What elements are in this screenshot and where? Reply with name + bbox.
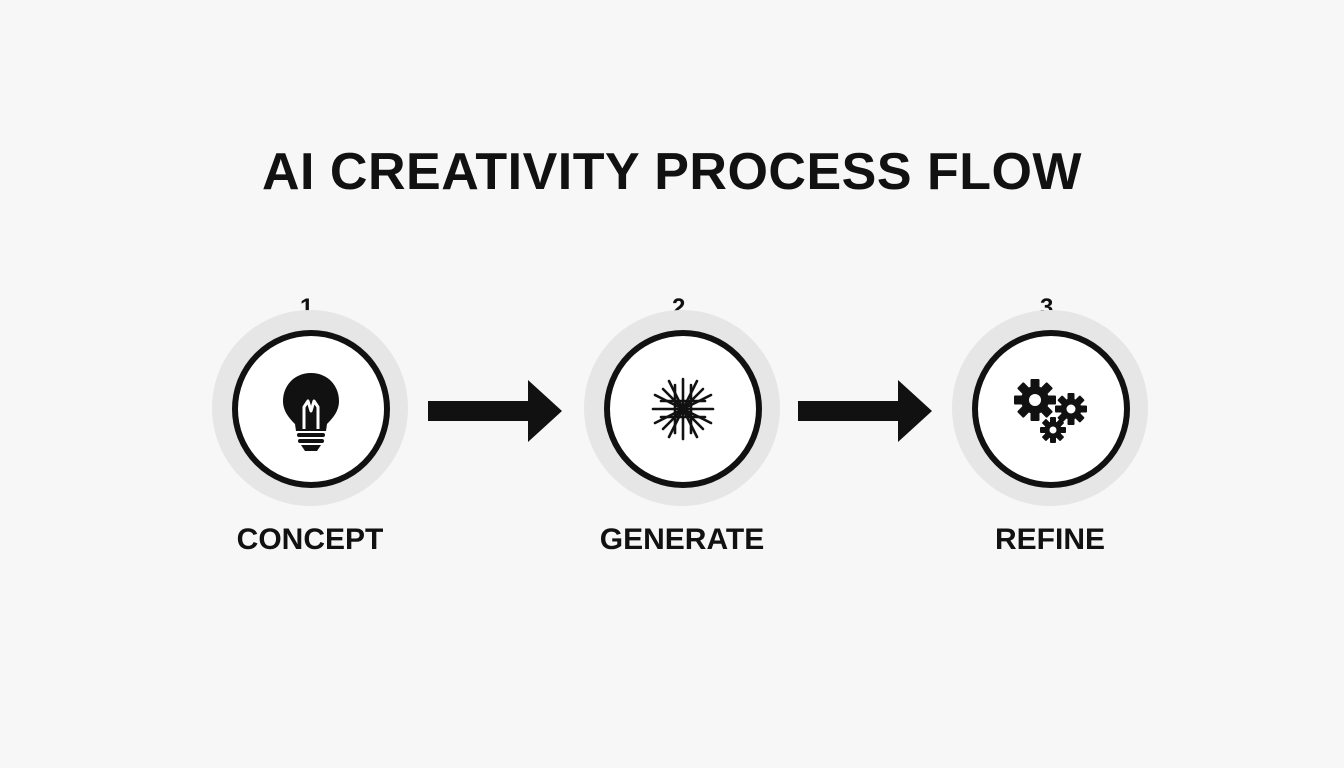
step-label: CONCEPT xyxy=(236,523,384,556)
burst-icon xyxy=(651,377,715,441)
step-label: GENERATE xyxy=(599,523,765,556)
page-title: AI CREATIVITY PROCESS FLOW xyxy=(261,143,1082,201)
step-concept: 1. CONCEPT xyxy=(180,292,440,572)
step-label: REFINE xyxy=(994,523,1105,556)
arrow-right-icon xyxy=(428,380,562,442)
step-generate: 2. GENERATE xyxy=(552,292,812,572)
gears-icon xyxy=(1014,379,1087,443)
step-circle xyxy=(604,330,762,488)
step-circle xyxy=(232,330,390,488)
lightbulb-icon xyxy=(283,373,339,451)
step-circle xyxy=(972,330,1130,488)
arrow-right-icon xyxy=(798,380,932,442)
step-refine: 3. xyxy=(920,292,1180,572)
